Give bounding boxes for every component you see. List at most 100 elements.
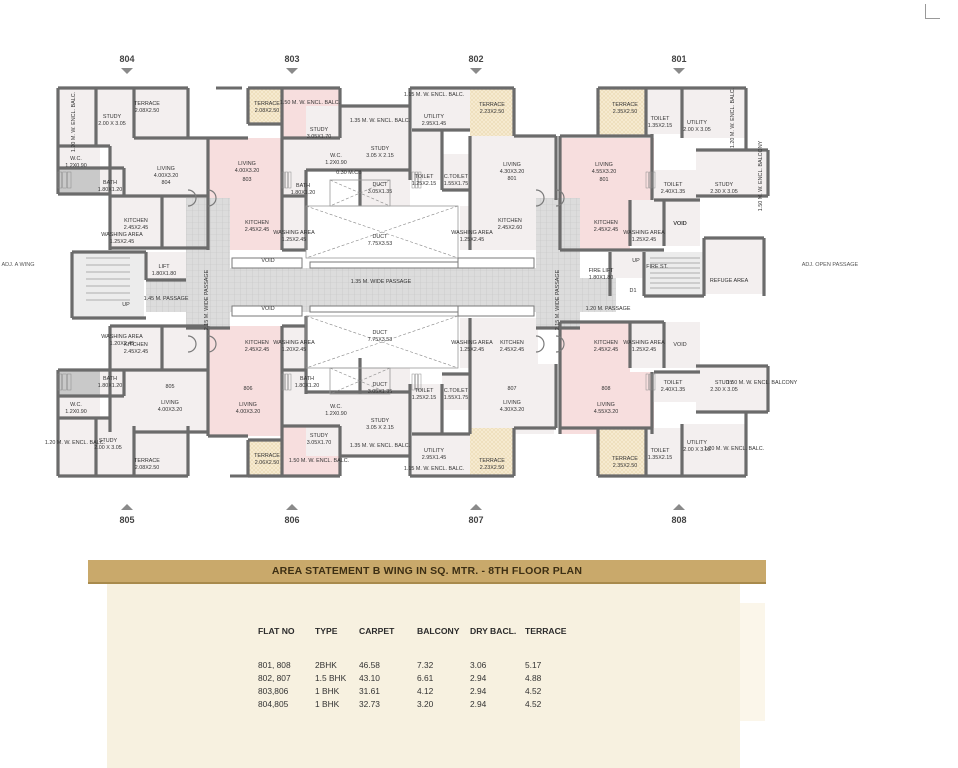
void-strip <box>309 305 459 313</box>
table-cell: 801, 808 <box>258 659 291 670</box>
room-fill <box>282 138 308 196</box>
wall <box>558 320 770 478</box>
column-header: CARPET <box>359 626 395 636</box>
table-cell: 6.61 <box>417 672 434 683</box>
room-dimension: 2.45X2.45 <box>245 347 270 353</box>
room-fill <box>412 88 470 130</box>
room-dimension: 1.25X2.45 <box>460 347 485 353</box>
room-name: LIFT <box>158 264 170 270</box>
room-label: 1.35 M. WIDE PASSAGE <box>351 279 412 285</box>
room-name: FIRE LIFT <box>589 268 615 274</box>
sanitary-grid <box>288 171 292 189</box>
room-dimension: 1.80X1.20 <box>291 190 316 196</box>
room-dimension: 1.35X2.15 <box>648 455 673 461</box>
area-statement-title: AREA STATEMENT B WING IN SQ. MTR. - 8TH … <box>88 560 766 584</box>
room-dimension: 2.08X2.50 <box>255 108 280 114</box>
room-name: TERRACE <box>134 458 160 464</box>
room-name: 1.20 M. W. ENCL. BALC. <box>45 440 105 446</box>
room-name: TOILET <box>415 388 434 394</box>
sanitary-grid <box>285 373 288 391</box>
room-dimension: 2.00 X 3.05 <box>683 127 711 133</box>
room-dimension: 2.30 X 3.05 <box>710 387 738 393</box>
sanitary-grid <box>285 171 288 189</box>
sanitary-grid <box>415 373 418 391</box>
room-name: BATH <box>103 180 117 186</box>
sanitary-grid <box>418 171 422 189</box>
room-name: 803 <box>243 177 252 183</box>
flat-number-806: 806 <box>284 515 299 525</box>
room-name: 808 <box>602 386 611 392</box>
room-name: KITCHEN <box>245 340 269 346</box>
room-fill <box>470 88 514 136</box>
room-label: 804 <box>162 180 171 186</box>
room-name: WASHING AREA <box>101 334 143 340</box>
sanitary-grid <box>411 171 415 189</box>
room-name: KITCHEN <box>245 220 269 226</box>
room-dimension: 2.95X1.45 <box>422 455 447 461</box>
room-name: LIVING <box>161 400 179 406</box>
room-label: 806 <box>244 386 253 392</box>
room-name: 1.45 M. PASSAGE <box>144 296 189 302</box>
room-dimension: 3.05X1.35 <box>368 189 393 195</box>
room-dimension: 2.00 X 3.05 <box>98 121 126 127</box>
sanitary-grid <box>281 373 285 391</box>
room-dimension: 7.75X3.53 <box>368 241 393 247</box>
room-fill <box>630 200 664 246</box>
room-name: KITCHEN <box>594 220 618 226</box>
room-fill <box>248 440 282 476</box>
sanitary-grid <box>281 171 285 189</box>
table-cell: 5.17 <box>525 659 542 670</box>
room-dimension: 7.75X3.53 <box>368 337 393 343</box>
table-cell: 2BHK <box>315 659 337 670</box>
room-name: VOID <box>261 258 274 264</box>
room-name: 1.20 M. PASSAGE <box>586 306 631 312</box>
room-label: 2.15 M. WIDE PASSAGE <box>204 269 210 330</box>
room-dimension: 4.00X3.20 <box>154 173 179 179</box>
sanitary-grid <box>649 373 652 391</box>
room-name: 2.15 M. WIDE PASSAGE <box>555 269 561 330</box>
table-cell: 4.88 <box>525 672 542 683</box>
room-name: W.C. <box>70 156 82 162</box>
room-label: VOID <box>673 221 686 227</box>
flat-marker-807: 807 <box>468 504 484 525</box>
room-fill <box>282 198 306 248</box>
room-label: 1.15 M. W. ENCL. BALC. <box>404 92 464 98</box>
void-strip <box>457 257 535 269</box>
room-fill <box>598 88 646 136</box>
room-name: LIVING <box>597 402 615 408</box>
corridor-paving <box>228 268 536 278</box>
room-name: 806 <box>244 386 253 392</box>
room-name: 801 <box>600 177 609 183</box>
flat-marker-805: 805 <box>119 504 135 525</box>
arrow-up-icon <box>470 504 482 510</box>
room-name: DUCT <box>373 182 389 188</box>
room-dimension: 1.55X1.75 <box>444 395 469 401</box>
table-cell: 7.32 <box>417 659 434 670</box>
room-name: KITCHEN <box>498 218 522 224</box>
room-dimension: 2.45X2.45 <box>245 227 270 233</box>
room-dimension: 1.35X2.15 <box>648 123 673 129</box>
room-name: 1.35 M. W. ENCL. BALC. <box>350 443 410 449</box>
room-fill <box>134 88 188 138</box>
room-fill <box>208 326 282 378</box>
room-dimension: 2.95X1.45 <box>422 121 447 127</box>
room-dimension: 1.20X2.45 <box>282 347 307 353</box>
